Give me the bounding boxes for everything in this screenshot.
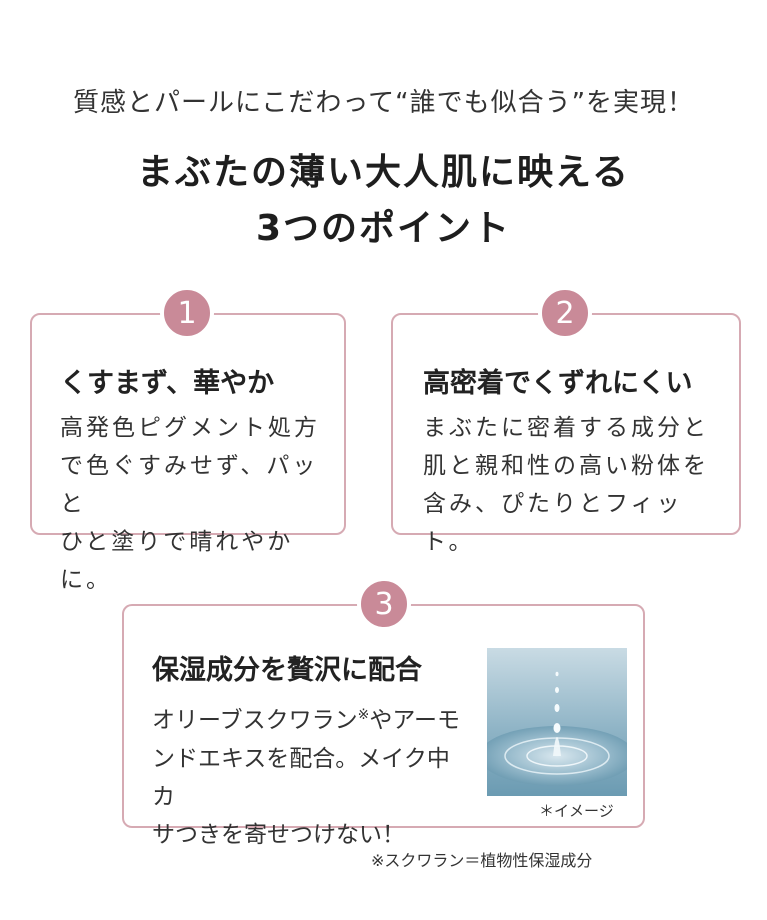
point-card-3: 保湿成分を贅沢に配合 オリーブスクワラン※やアーモ ンドエキスを配合。メイク中カ…	[122, 604, 645, 848]
water-drop-icon	[487, 648, 627, 796]
headline-line-1: まぶたの薄い大人肌に映える	[137, 152, 630, 193]
description-line: ひと塗りで晴れやかに。	[60, 529, 294, 593]
point-number-badge: 3	[357, 577, 411, 631]
point-description: まぶたに密着する成分と 肌と親和性の高い粉体を 含み、ぴたりとフィット。	[423, 409, 728, 561]
description-line: 高発色ピグメント処方	[60, 415, 320, 441]
description-line: 肌と親和性の高い粉体を	[423, 453, 709, 479]
point-card-1: くすまず、華やか 高発色ピグメント処方 で色ぐすみせず、パッと ひと塗りで晴れや…	[30, 313, 346, 593]
point-number-badge: 1	[160, 286, 214, 340]
description-text: オリーブスクワラン	[152, 707, 358, 734]
description-line: で色ぐすみせず、パッと	[60, 453, 319, 517]
headline: まぶたの薄い大人肌に映える 3つのポイント	[0, 145, 767, 257]
point-title: 高密着でくずれにくい	[423, 368, 693, 399]
description-line: ンドエキスを配合。メイク中カ	[152, 745, 450, 810]
headline-line-2: 3つのポイント	[255, 208, 512, 249]
point-title: 保湿成分を贅沢に配合	[152, 655, 422, 686]
point-description: オリーブスクワラン※やアーモ ンドエキスを配合。メイク中カ サつきを寄せつけない…	[152, 696, 472, 854]
description-text: やアーモ	[369, 707, 460, 734]
footnote: ※スクワラン＝植物性保湿成分	[371, 851, 593, 870]
footnote-mark: ※	[357, 707, 370, 723]
image-note: ＊イメージ	[539, 802, 614, 820]
water-drop-image	[487, 648, 627, 796]
description-line: オリーブスクワラン※やアーモ	[152, 696, 472, 740]
description-line: まぶたに密着する成分と	[423, 415, 709, 441]
description-line: サつきを寄せつけない！	[152, 821, 405, 848]
tagline: 質感とパールにこだわって“誰でも似合う”を実現！	[72, 88, 695, 118]
point-number-badge: 2	[538, 286, 592, 340]
point-card-2: 高密着でくずれにくい まぶたに密着する成分と 肌と親和性の高い粉体を 含み、ぴた…	[391, 313, 741, 555]
point-description: 高発色ピグメント処方 で色ぐすみせず、パッと ひと塗りで晴れやかに。	[60, 409, 340, 599]
point-title: くすまず、華やか	[60, 368, 275, 399]
description-line: 含み、ぴたりとフィット。	[423, 491, 683, 555]
